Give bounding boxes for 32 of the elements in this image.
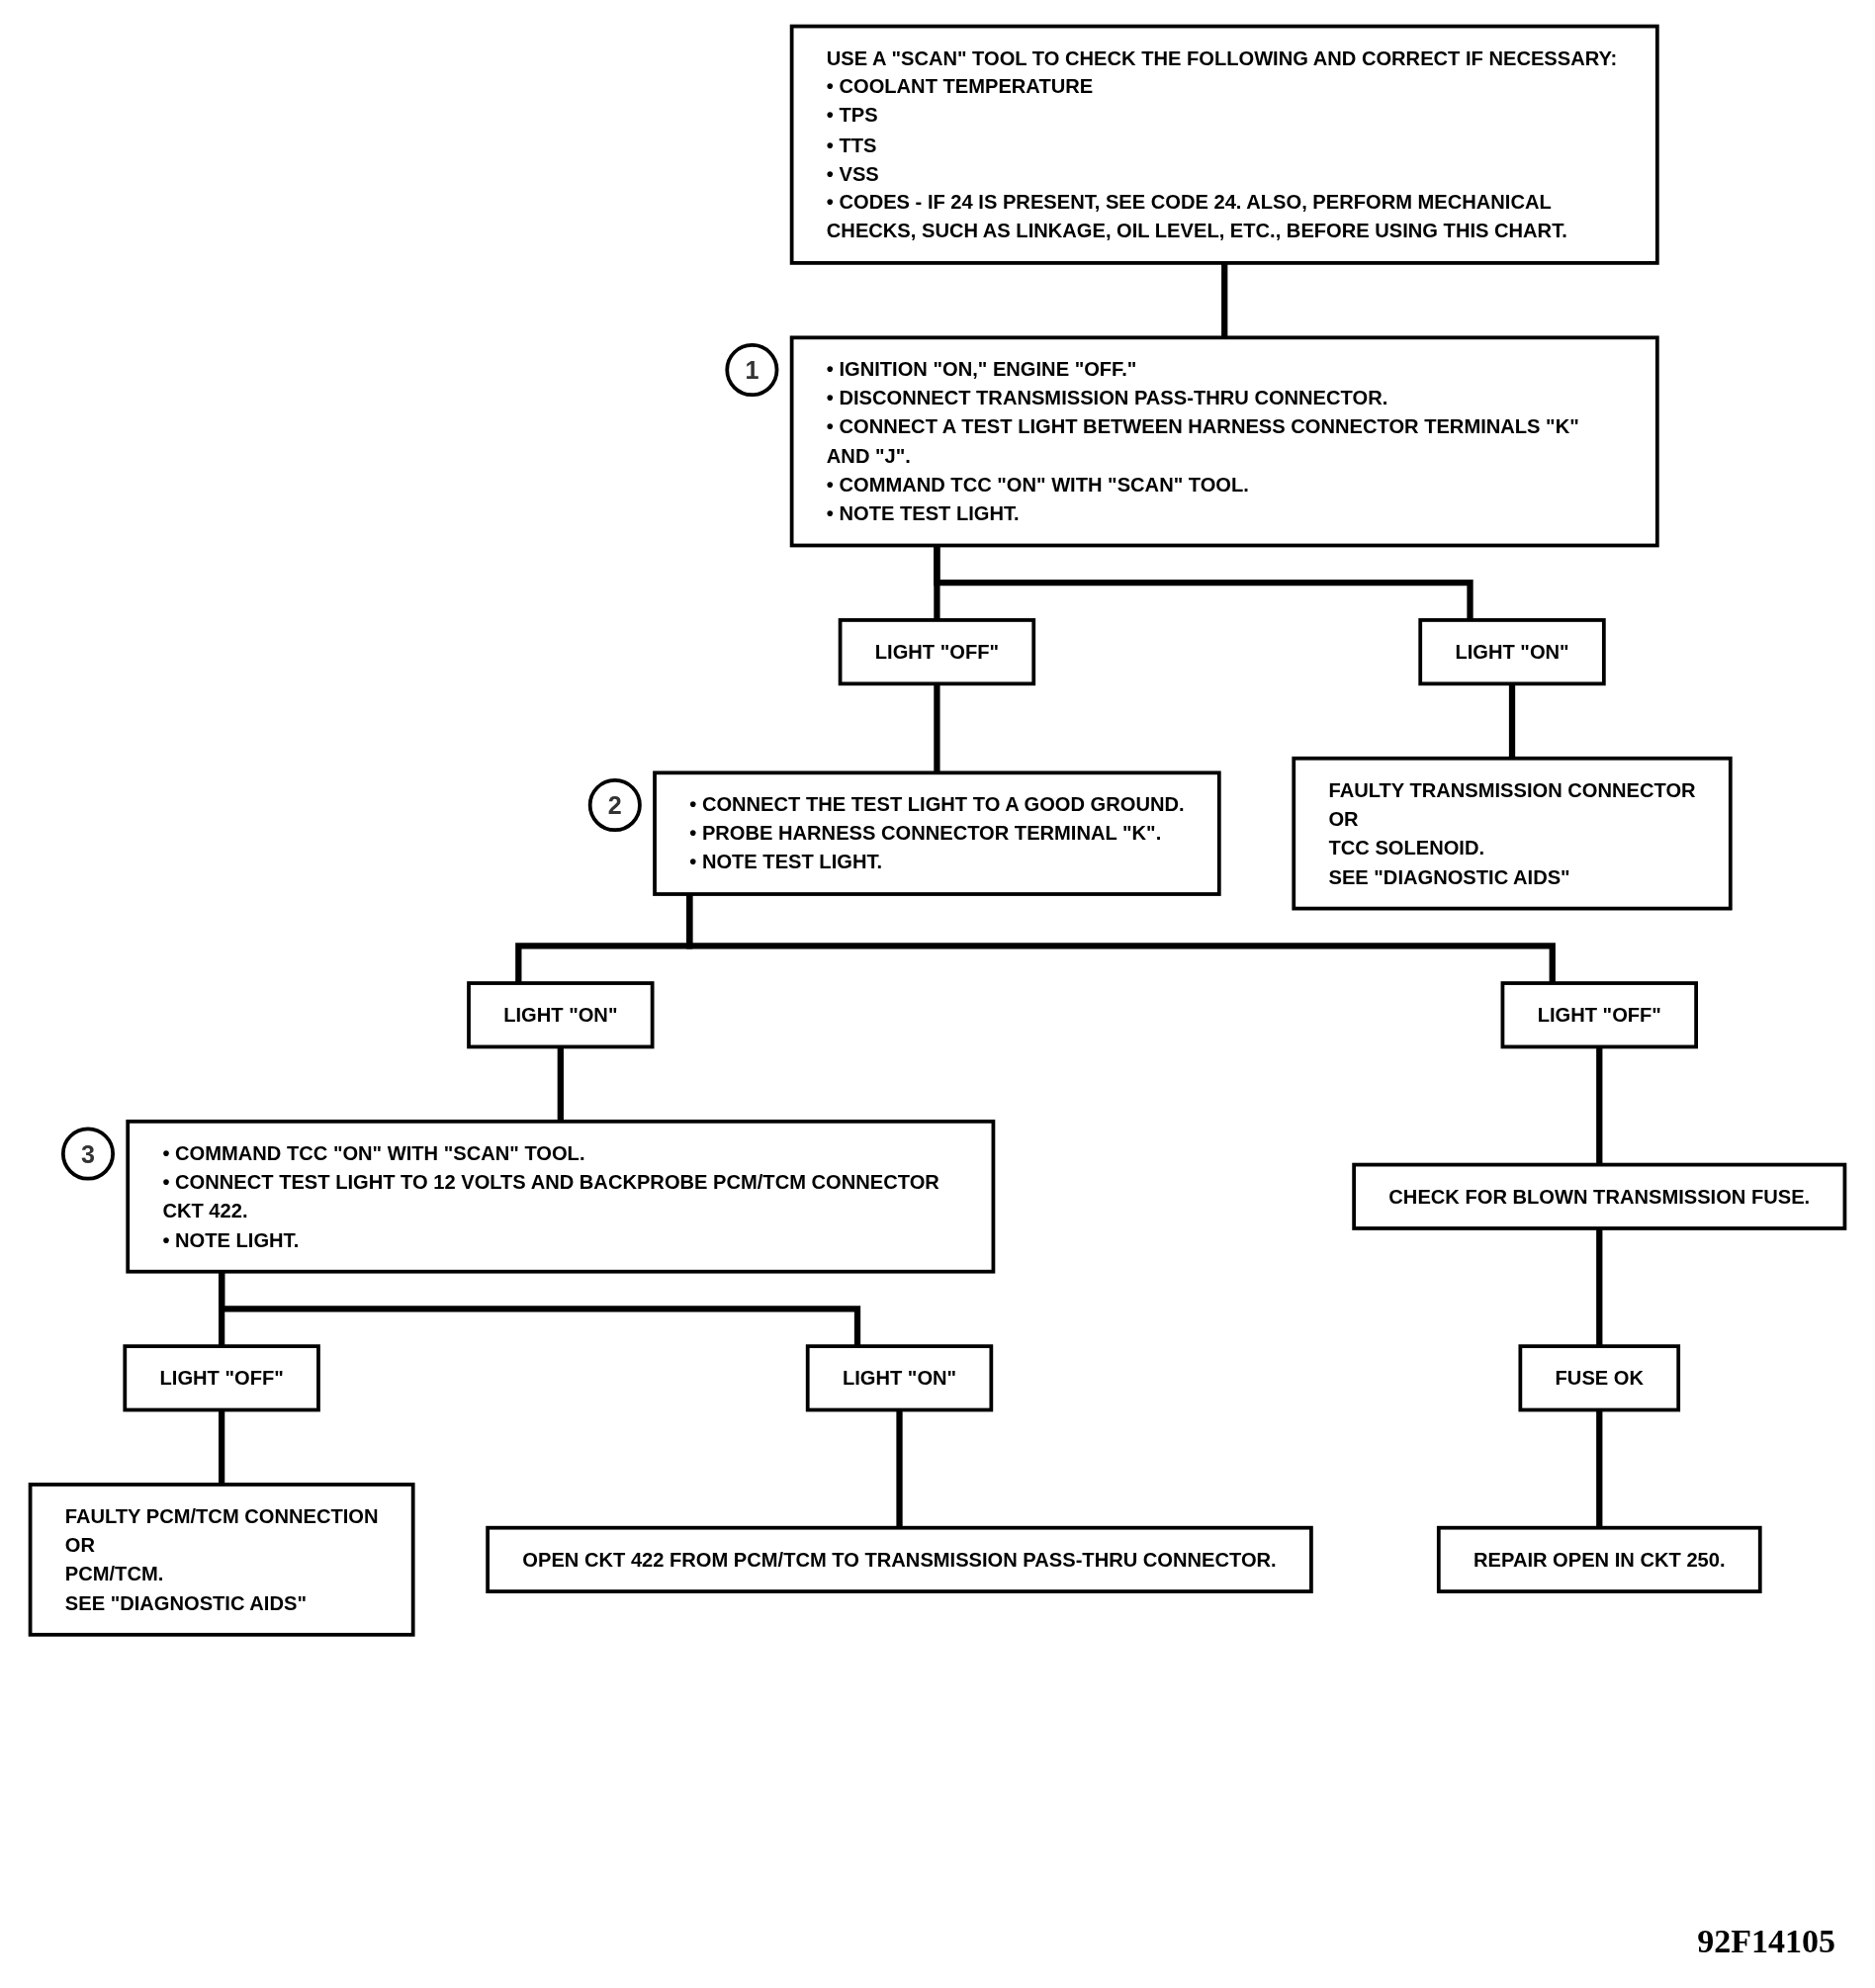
node-box: CHECK FOR BLOWN TRANSMISSION FUSE. — [1352, 1162, 1847, 1230]
node-box: • COMMAND TCC "ON" WITH "SCAN" TOOL. • CONNECT TEST LIGHT TO 12 VOLTS AND BACKPROBE PCM/TCM CONNECTOR CKT 422. • NOTE LIGHT. — [126, 1119, 996, 1274]
connector — [1221, 262, 1228, 338]
node-box: USE A "SCAN" TOOL TO CHECK THE FOLLOWING AND CORRECT IF NECESSARY: • COOLANT TEMPERATURE • TPS • TTS • VSS • CODES - IF 24 IS PRESENT, SEE CODE 24. ALSO, PERFORM MECHANICAL CHECKS, SUCH AS LINKAGE, OIL LEVEL, ETC., BEFORE USING THIS CHART. — [789, 24, 1659, 265]
node-box: FAULTY PCM/TCM CONNECTION OR PCM/TCM. SEE "DIAGNOSTIC AIDS" — [28, 1483, 415, 1637]
node-box: • IGNITION "ON," ENGINE "OFF." • DISCONNECT TRANSMISSION PASS-THRU CONNECTOR. • CONNECT A TEST LIGHT BETWEEN HARNESS CONNECTOR TERMINALS "K" AND "J". • COMMAND TCC "ON" WITH "SCAN" TOOL. • NOTE TEST LIGHT. — [789, 335, 1659, 548]
node-box: REPAIR OPEN IN CKT 250. — [1436, 1525, 1762, 1593]
node-box: FAULTY TRANSMISSION CONNECTOR OR TCC SOLENOID. SEE "DIAGNOSTIC AIDS" — [1292, 756, 1733, 911]
connector — [1508, 683, 1516, 759]
step-number: 1 — [725, 343, 779, 398]
node-box: LIGHT "OFF" — [1500, 981, 1698, 1049]
connector — [1596, 1409, 1603, 1528]
step-number: 2 — [587, 778, 642, 833]
connector — [686, 894, 1556, 984]
connector — [219, 1271, 861, 1347]
connector — [1596, 1227, 1603, 1347]
node-box: LIGHT "ON" — [1418, 618, 1606, 686]
connector — [934, 683, 940, 773]
node-box: FUSE OK — [1518, 1344, 1681, 1412]
figure-number: 92F14105 — [1697, 1923, 1835, 1960]
connector — [219, 1409, 225, 1485]
connector — [557, 1046, 564, 1122]
step-number: 3 — [60, 1127, 116, 1181]
node-box: OPEN CKT 422 FROM PCM/TCM TO TRANSMISSION PASS-THRU CONNECTOR. — [486, 1525, 1313, 1593]
connector — [1596, 1046, 1603, 1165]
node-box: LIGHT "OFF" — [123, 1344, 320, 1412]
node-box: LIGHT "ON" — [467, 981, 655, 1049]
node-box: • CONNECT THE TEST LIGHT TO A GOOD GROUND. • PROBE HARNESS CONNECTOR TERMINAL "K". • NOTE TEST LIGHT. — [653, 770, 1221, 896]
connector — [896, 1409, 903, 1528]
connector — [934, 545, 1473, 620]
node-box: LIGHT "OFF" — [838, 618, 1036, 686]
node-box: LIGHT "ON" — [805, 1344, 994, 1412]
